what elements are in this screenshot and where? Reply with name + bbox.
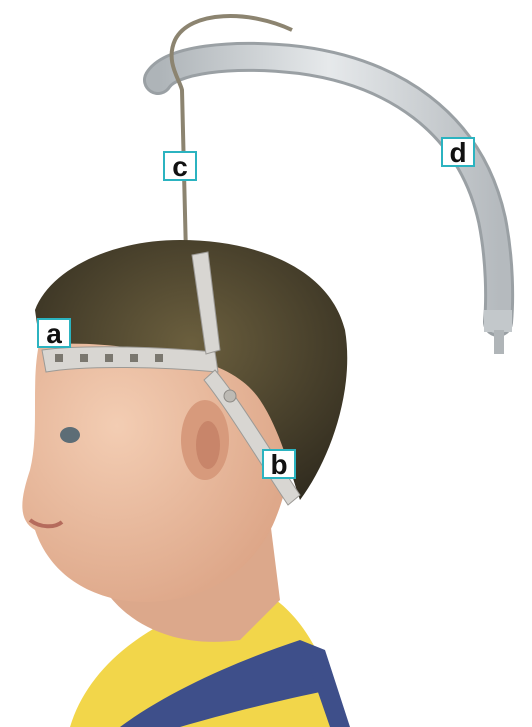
label-d: d [441,137,475,167]
label-a: a [37,318,71,348]
label-c: c [163,151,197,181]
child-head [22,240,347,642]
label-b: b [262,449,296,479]
